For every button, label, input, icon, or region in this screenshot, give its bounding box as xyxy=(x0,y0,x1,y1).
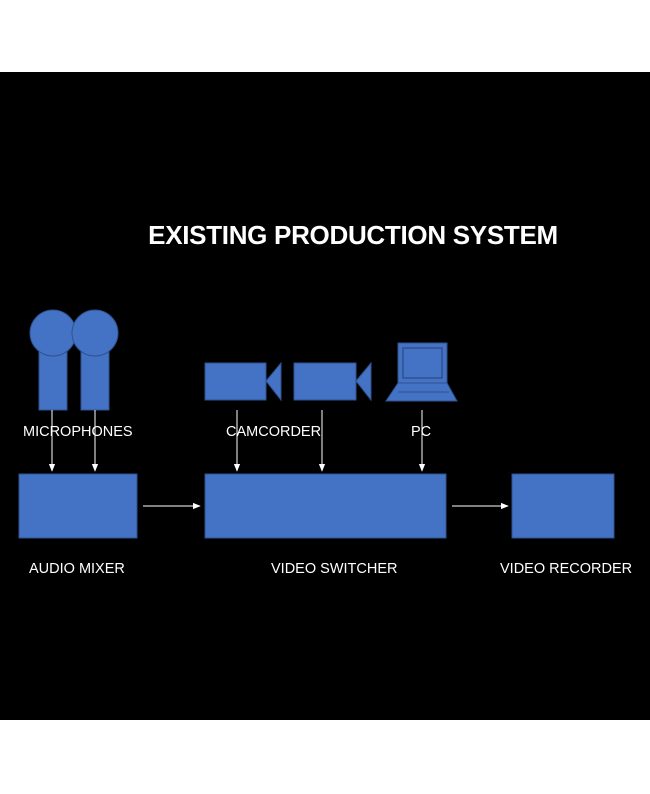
video-recorder-box xyxy=(511,473,615,539)
pc-icon xyxy=(385,342,458,402)
camcorder-icon xyxy=(204,361,282,402)
diagram-slide: EXISTING PRODUCTION SYSTEM MICROPHONES C… xyxy=(0,72,650,720)
audio-mixer-box xyxy=(18,473,138,539)
audio-mixer-label: AUDIO MIXER xyxy=(29,561,125,577)
diagram-title: EXISTING PRODUCTION SYSTEM xyxy=(148,220,558,250)
microphones-label: MICROPHONES xyxy=(23,424,133,440)
microphone-icon xyxy=(71,309,119,411)
microphone-icon xyxy=(29,309,77,411)
video-switcher-label: VIDEO SWITCHER xyxy=(271,561,398,577)
diagram-canvas xyxy=(18,309,615,539)
pc-label: PC xyxy=(411,424,432,440)
camcorder-label: CAMCORDER xyxy=(226,424,322,440)
camcorder-icon xyxy=(293,361,372,402)
video-switcher-box xyxy=(204,473,447,539)
video-recorder-label: VIDEO RECORDER xyxy=(500,561,633,577)
